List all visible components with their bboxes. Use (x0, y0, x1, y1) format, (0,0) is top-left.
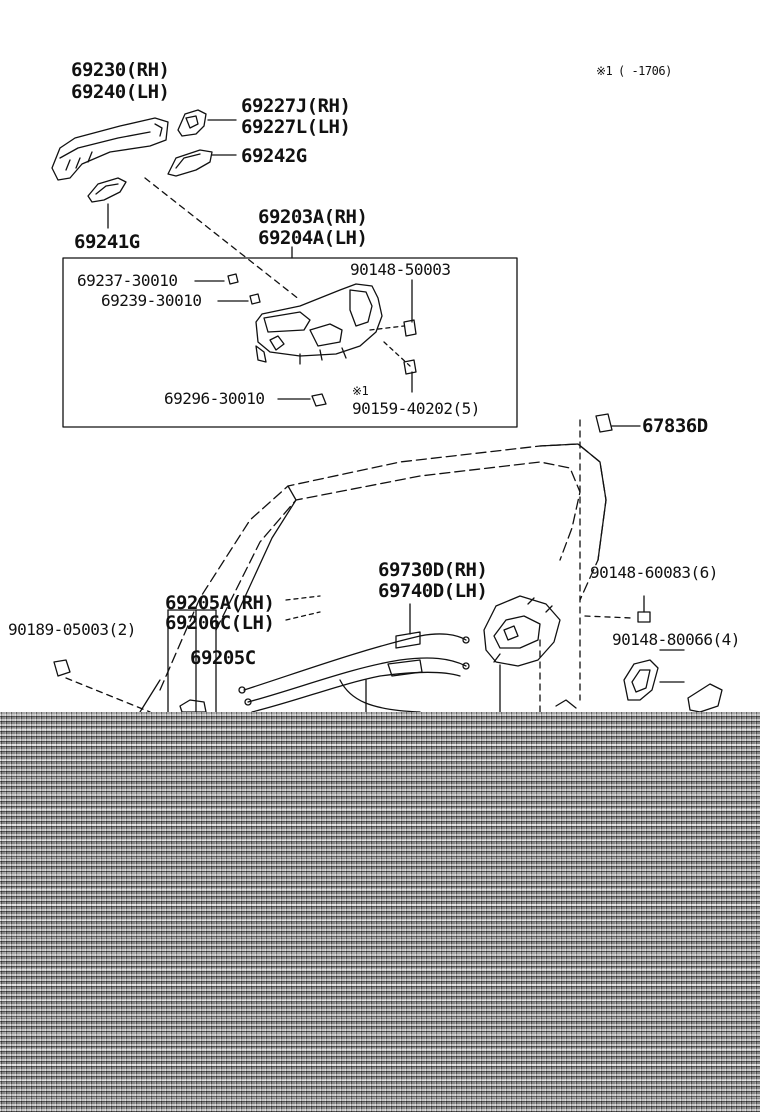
label-69204a[interactable]: 69204A(LH) (258, 227, 368, 249)
handle-pad-part (167, 149, 213, 177)
label-69241g[interactable]: 69241G (74, 231, 140, 253)
striker-part (623, 659, 723, 713)
label-69205a[interactable]: 69205A(RH) (165, 592, 275, 614)
label-69740d[interactable]: 69740D(LH) (378, 580, 488, 602)
note-range: ( -1706) (618, 64, 672, 78)
label-67836d[interactable]: 67836D (642, 415, 708, 437)
label-69730d[interactable]: 69730D(RH) (378, 559, 488, 581)
label-90148-80066[interactable]: 90148-80066(4) (612, 630, 740, 649)
lock-cables (238, 631, 470, 713)
outside-handle-part (51, 117, 169, 181)
scan-noise-band (0, 712, 760, 1112)
handle-cover-part (177, 109, 207, 137)
label-69230[interactable]: 69230(RH) (71, 59, 170, 81)
clip-90189 (53, 659, 71, 677)
label-69227j[interactable]: 69227J(RH) (241, 95, 351, 117)
lower-pad-part (87, 177, 127, 203)
label-90148-50003[interactable]: 90148-50003 (350, 260, 451, 279)
label-90159[interactable]: 90159-40202(5) (352, 399, 480, 418)
label-69242g[interactable]: 69242G (241, 145, 307, 167)
label-69203a[interactable]: 69203A(RH) (258, 206, 368, 228)
label-69205c[interactable]: 69205C (190, 647, 256, 669)
label-69227l[interactable]: 69227L(LH) (241, 116, 351, 138)
window-frame (237, 443, 607, 613)
clip-67836d (595, 413, 613, 433)
assembly-frame (62, 257, 518, 428)
label-69239[interactable]: 69239-30010 (101, 291, 202, 310)
label-90189[interactable]: 90189-05003(2) (8, 620, 136, 639)
label-69296[interactable]: 69296-30010 (164, 389, 265, 408)
note-mark: ※1 (596, 64, 613, 78)
label-69206c[interactable]: 69206C(LH) (165, 612, 275, 634)
door-lock-part (483, 595, 561, 667)
label-90148-60083[interactable]: 90148-60083(6) (590, 563, 718, 582)
label-69237[interactable]: 69237-30010 (77, 271, 178, 290)
mark-1: ※1 (352, 384, 369, 398)
handle-frame-part (255, 283, 383, 365)
label-69240[interactable]: 69240(LH) (71, 81, 170, 103)
